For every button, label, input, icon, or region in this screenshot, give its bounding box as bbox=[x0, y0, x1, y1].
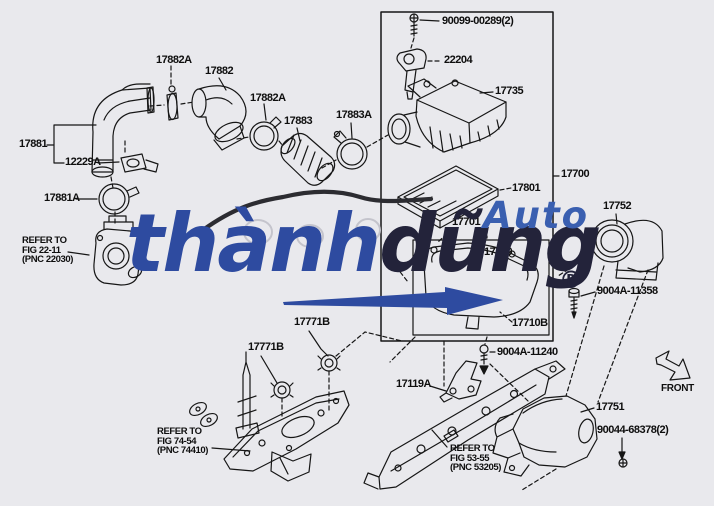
part-battery-tray bbox=[189, 351, 350, 482]
part-17771b-clip-2 bbox=[317, 354, 341, 372]
part-17751-inlet-duct bbox=[492, 395, 598, 477]
callout-17771b-1: 17771B bbox=[294, 316, 330, 328]
callout-17771b-2: 17771B bbox=[248, 341, 284, 353]
part-9004a-11240-bolt bbox=[479, 344, 489, 375]
callout-17700: 17700 bbox=[561, 168, 590, 180]
callout-90099-00289: 90099-00289(2) bbox=[442, 15, 514, 27]
callout-17881: 17881 bbox=[19, 138, 48, 150]
callout-17881a: 17881A bbox=[44, 192, 80, 204]
part-17883-hose bbox=[280, 132, 336, 186]
part-17883a-clamp bbox=[333, 130, 368, 170]
dashed-assembly-lines bbox=[110, 37, 649, 491]
callout-17752: 17752 bbox=[603, 200, 632, 212]
part-17881-air-hose bbox=[91, 83, 155, 178]
part-frame-member bbox=[363, 360, 566, 490]
part-90099-screw bbox=[409, 13, 419, 37]
part-90044-bolt bbox=[618, 437, 628, 468]
part-17881a-clamp bbox=[98, 183, 140, 215]
front-label: FRONT bbox=[661, 383, 694, 394]
callout-17751: 17751 bbox=[596, 401, 625, 413]
callout-17882: 17882 bbox=[205, 65, 234, 77]
callout-17882a-1: 17882A bbox=[156, 54, 192, 66]
callout-17883a: 17883A bbox=[336, 109, 372, 121]
refer-note-fig-22-11: REFER TO FIG 22-11 (PNC 22030) bbox=[22, 235, 74, 266]
part-22204-maf-sensor bbox=[396, 48, 427, 100]
front-direction-arrow-icon bbox=[655, 350, 691, 381]
callout-17801: 17801 bbox=[512, 182, 541, 194]
part-17752-resonator bbox=[590, 219, 664, 281]
leader-lines bbox=[46, 19, 618, 452]
part-9004a-11358-bolt bbox=[568, 287, 580, 319]
part-17801-filter-element bbox=[397, 165, 499, 229]
callout-90044-68378: 90044-68378(2) bbox=[597, 424, 669, 436]
part-17882a-clamp-2 bbox=[249, 116, 282, 151]
callout-17701: 17701 bbox=[452, 216, 481, 228]
refer-note-fig-74-54: REFER TO FIG 74-54 (PNC 74410) bbox=[157, 426, 209, 457]
callout-12229a: 12229A bbox=[65, 156, 101, 168]
callout-22204: 22204 bbox=[444, 54, 473, 66]
callout-9004a-11240: 9004A-11240 bbox=[497, 346, 558, 358]
callout-17710b: 17710B bbox=[512, 317, 548, 329]
part-17735-upper-case bbox=[387, 78, 507, 153]
callout-17735: 17735 bbox=[495, 85, 524, 97]
part-17771b-clip-1 bbox=[270, 381, 294, 399]
part-17119a-bracket bbox=[439, 360, 482, 403]
refer-note-fig-53-55: REFER TO FIG 53-55 (PNC 53205) bbox=[450, 443, 502, 474]
callout-9004a-11358: 9004A-11358 bbox=[597, 285, 658, 297]
callout-17119a: 17119A bbox=[396, 378, 431, 390]
part-12229a-valve bbox=[120, 153, 159, 173]
callout-17883: 17883 bbox=[284, 115, 313, 127]
part-throttle-body bbox=[93, 215, 143, 286]
callout-17882a-2: 17882A bbox=[250, 92, 286, 104]
callout-17710: 17710 bbox=[484, 246, 513, 258]
part-17882-hose bbox=[191, 85, 247, 151]
part-17882a-clamp-1 bbox=[166, 85, 179, 121]
